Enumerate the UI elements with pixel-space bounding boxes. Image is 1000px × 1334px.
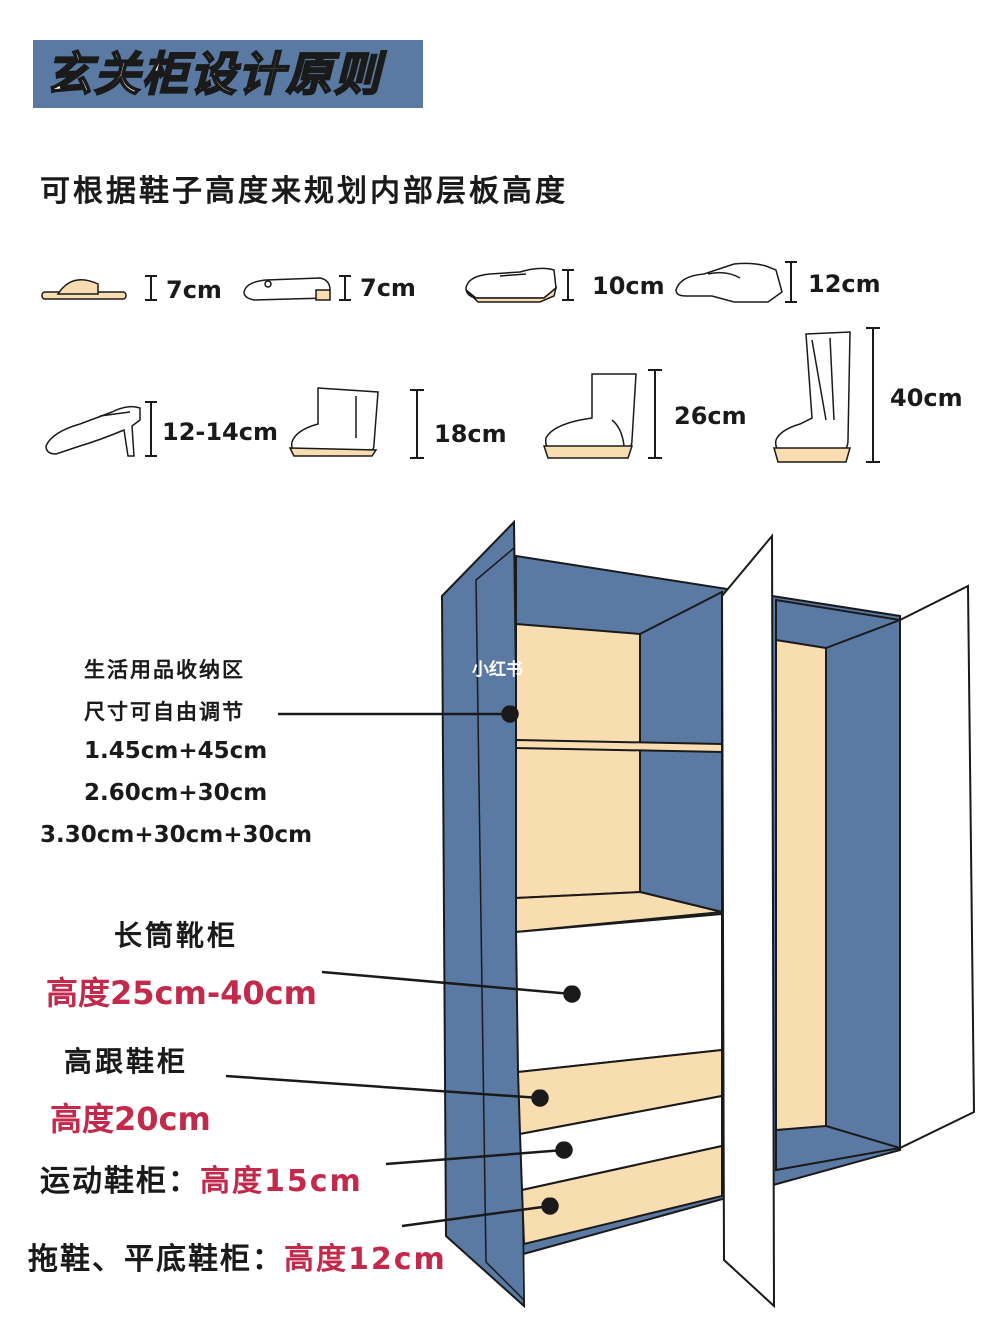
shoe-height-label: 26cm <box>674 402 747 430</box>
shoe-height-label: 40cm <box>890 384 963 412</box>
shoe-height-label: 12-14cm <box>162 418 278 446</box>
shoe-height-label: 7cm <box>166 276 222 304</box>
shoe-height-label: 12cm <box>808 270 881 298</box>
ankle-boot-icon <box>288 387 379 457</box>
shoe-height-label: 10cm <box>592 272 665 300</box>
slippers-cabinet-name: 拖鞋、平底鞋柜： <box>28 1242 284 1277</box>
page-subtitle: 可根据鞋子高度来规划内部层板高度 <box>40 174 568 209</box>
height-marker <box>145 261 797 303</box>
loafer-icon <box>675 262 783 303</box>
shoe-height-label: 18cm <box>434 420 507 448</box>
sports-cabinet-name: 运动鞋柜： <box>40 1164 200 1199</box>
tall-boot-icon <box>773 331 851 463</box>
storage-zone-title: 生活用品收纳区 <box>84 658 245 682</box>
storage-option: 2.60cm+30cm <box>84 780 268 806</box>
slipper-icon <box>41 279 127 300</box>
sports-cabinet-height: 高度15cm <box>200 1164 363 1199</box>
slippers-cabinet-height: 高度12cm <box>284 1242 447 1277</box>
flat-shoe-icon <box>243 277 331 301</box>
heels-cabinet-height: 高度20cm <box>50 1100 211 1138</box>
watermark: 小红书 <box>472 660 523 680</box>
high-heel-icon <box>45 405 141 457</box>
storage-option: 3.30cm+30cm+30cm <box>40 822 313 848</box>
height-marker <box>145 327 880 463</box>
shoe-height-label: 7cm <box>360 274 416 302</box>
mid-boot-icon <box>542 373 637 459</box>
slippers-cabinet-label: 拖鞋、平底鞋柜：高度12cm <box>28 1234 447 1278</box>
page-title: 玄关柜设计原则 <box>45 46 382 102</box>
heels-cabinet-label: 高跟鞋柜 <box>64 1045 189 1078</box>
boot-cabinet-height: 高度25cm-40cm <box>46 974 317 1012</box>
boot-cabinet-label: 长筒靴柜 <box>114 919 239 952</box>
title-banner <box>33 40 423 108</box>
sports-cabinet-label: 运动鞋柜：高度15cm <box>40 1156 363 1200</box>
cabinet-illustration <box>440 519 976 1309</box>
storage-option: 1.45cm+45cm <box>84 738 268 764</box>
storage-zone-note: 尺寸可自由调节 <box>84 700 245 724</box>
sneaker-icon <box>465 267 558 303</box>
leader-lines <box>225 705 581 1228</box>
